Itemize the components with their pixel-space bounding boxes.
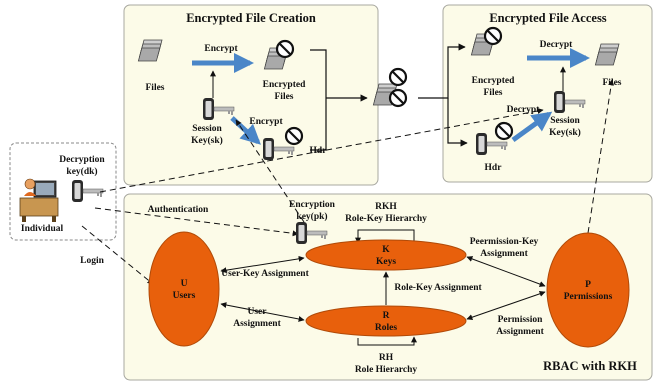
decrypt-top-label: Decrypt: [540, 40, 574, 50]
decryption-key-label-2: key(dk): [66, 166, 97, 177]
creation-session-key-label-1: Session: [192, 124, 222, 134]
access-arrow-bottom: [447, 98, 468, 147]
permission-assignment-edge: [466, 290, 546, 321]
users-node: U Users: [148, 231, 220, 347]
creation-bracket: [310, 49, 327, 151]
access-panel-title: Encrypted File Access: [489, 11, 606, 25]
encrypt-bottom-label: Encrypt: [249, 117, 283, 127]
rh-label-2: Role Hierarchy: [355, 365, 418, 375]
rh-label-1: RH: [379, 353, 394, 363]
creation-encrypted-files-label-1: Encrypted: [263, 80, 306, 90]
creation-hdr-label: Hdr: [310, 146, 328, 156]
permission-assignment-label-2: Assignment: [496, 327, 544, 337]
encrypt-top-label: Encrypt: [204, 44, 238, 54]
decrypt-mid-label: Decrypt: [507, 105, 541, 115]
encrypted-file-creation-panel: Encrypted File Creation: [123, 4, 379, 186]
individual-label: Individual: [21, 224, 64, 234]
permissions-letter: P: [585, 280, 591, 290]
access-session-key-label-1: Session: [550, 116, 580, 126]
permission-key-assignment-edge: [466, 256, 546, 287]
access-files-label: Files: [603, 78, 622, 88]
rkh-label-1: RKH: [375, 202, 397, 212]
access-encrypted-files-label-1: Encrypted: [472, 76, 515, 86]
decryption-key-label-1: Decryption: [59, 155, 105, 165]
individual-user-icon: [19, 178, 59, 222]
user-key-assignment-label: User-Key Assignment: [221, 269, 309, 279]
authentication-arrow: [94, 207, 299, 237]
user-key-assignment-edge: [220, 255, 305, 274]
dk-to-session-key-arrow: [99, 108, 544, 193]
creation-encrypted-files-label-2: Files: [275, 92, 294, 102]
permission-key-assignment-label-2: Assignment: [480, 249, 528, 259]
pk-to-encrypt-arrow: [235, 119, 305, 223]
users-letter: U: [181, 279, 188, 289]
rh-self-loop: [357, 336, 417, 346]
keys-node: K Keys: [305, 239, 467, 271]
authentication-label: Authentication: [148, 205, 209, 215]
creation-session-key-label-2: Key(sk): [191, 135, 223, 146]
access-session-key-label-2: Key(sk): [549, 127, 581, 138]
creation-files-label: Files: [146, 83, 165, 93]
users-label: Users: [173, 291, 196, 301]
access-arrow-top: [443, 43, 466, 99]
encrypted-file-access-panel: Encrypted File Access: [442, 4, 653, 183]
decrypt-arrow-mid: [511, 111, 553, 143]
encryption-key-label-1: Encryption: [289, 200, 336, 210]
permissions-label: Permissions: [564, 292, 613, 302]
role-key-assignment-label: Role-Key Assignment: [394, 283, 482, 293]
roles-node: R Roles: [305, 305, 467, 337]
creation-panel-title: Encrypted File Creation: [186, 11, 316, 25]
rbac-panel-title: RBAC with RKH: [543, 359, 637, 373]
user-assignment-edge: [220, 302, 305, 322]
keys-label: Keys: [376, 257, 396, 267]
user-assignment-label-1: User: [248, 307, 268, 317]
user-assignment-label-2: Assignment: [233, 319, 281, 329]
rkh-label-2: Role-Key Hierarchy: [345, 214, 427, 224]
permission-assignment-label-1: Permission: [498, 315, 544, 325]
rbac-panel: RBAC with RKH: [123, 193, 653, 381]
permissions-to-files-arrow: [587, 79, 615, 234]
keys-letter: K: [382, 245, 390, 255]
permission-key-assignment-label-1: Peermission-Key: [470, 237, 539, 247]
access-hdr-label: Hdr: [485, 163, 503, 173]
encryption-key-label-2: key(pk): [296, 211, 327, 222]
permissions-node: P Permissions: [546, 232, 630, 348]
roles-letter: R: [383, 311, 390, 321]
login-arrow: [81, 225, 154, 285]
roles-label: Roles: [375, 323, 397, 333]
login-label: Login: [80, 256, 104, 266]
access-encrypted-files-label-2: Files: [484, 88, 503, 98]
